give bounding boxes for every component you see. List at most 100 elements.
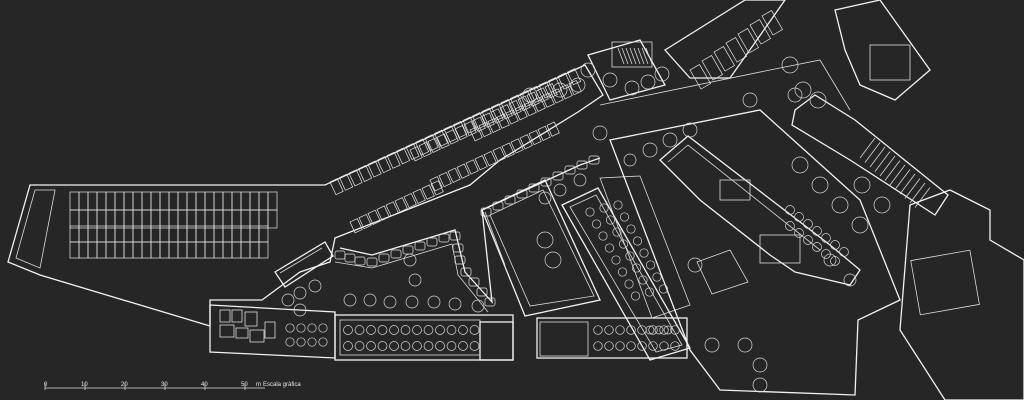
parking-stall <box>69 241 80 259</box>
parking-stall <box>78 191 89 211</box>
seat-circle <box>625 251 635 261</box>
tree-symbol <box>794 81 812 99</box>
seat-row <box>889 164 906 186</box>
parking-stall <box>114 241 125 259</box>
tree-symbol <box>536 231 554 249</box>
parking-stall <box>213 241 224 259</box>
parking-stall <box>514 105 528 121</box>
seat-circle <box>626 224 636 234</box>
paving-cell <box>390 249 402 259</box>
tree-symbol <box>570 77 586 93</box>
seat-circle <box>604 243 615 253</box>
tree-symbol <box>538 191 552 205</box>
parking-stall <box>87 225 98 243</box>
parking-stall <box>505 109 519 125</box>
parking-stall <box>434 129 449 147</box>
parking-stall <box>168 209 179 229</box>
parking-stall <box>424 134 439 152</box>
parking-stall <box>258 209 269 229</box>
seat-circle <box>645 325 655 335</box>
paving-cell <box>576 160 588 170</box>
tree-symbol <box>580 62 596 78</box>
parking-stall <box>186 191 197 211</box>
seat-circle <box>670 341 680 351</box>
parking-stall <box>737 28 760 54</box>
tree-symbol <box>662 132 678 148</box>
parking-stall <box>483 150 497 167</box>
seat-circle <box>839 247 849 257</box>
east-building-auditorium <box>791 94 949 216</box>
room <box>244 311 258 327</box>
parking-stall <box>568 79 582 96</box>
parking-stall <box>105 209 116 229</box>
room <box>264 321 276 339</box>
parking-stall <box>195 209 206 229</box>
tree-symbol <box>363 293 377 307</box>
tree-symbol <box>640 74 656 90</box>
seat-circle <box>366 341 376 351</box>
seat-circle <box>812 226 822 236</box>
parking-stall <box>132 209 143 229</box>
parking-stall <box>523 100 537 117</box>
west-pavilion <box>274 241 334 288</box>
parking-stall <box>519 134 533 150</box>
parking-stall <box>78 225 89 243</box>
seat-circle <box>296 337 306 347</box>
parking-stall <box>412 188 426 204</box>
parking-stall <box>231 241 242 259</box>
seat-circle <box>638 275 648 285</box>
tree-symbol <box>823 253 837 267</box>
seat-circle <box>343 341 353 351</box>
parking-stall <box>150 191 161 211</box>
central-wing <box>561 187 691 361</box>
paving-cell <box>344 253 356 263</box>
tree-symbol <box>592 125 608 141</box>
seat-row <box>864 142 881 163</box>
parking-stall <box>377 156 392 174</box>
parking-stall <box>529 85 544 103</box>
parking-stall <box>159 225 170 243</box>
north-building <box>587 39 666 101</box>
parking-stall <box>240 241 251 259</box>
seat-circle <box>446 341 457 351</box>
paving-cell <box>552 171 564 181</box>
tree-symbol <box>752 357 768 373</box>
tree-symbol <box>851 216 869 234</box>
parking-stall <box>186 241 197 259</box>
tree-symbol <box>293 303 307 317</box>
parking-stall <box>376 205 390 221</box>
tree-symbol <box>602 72 618 88</box>
auditorium-seat-rows <box>859 137 931 208</box>
parking-stall <box>141 241 152 259</box>
parking-stalls-west <box>69 191 278 259</box>
parking-stall <box>508 99 522 116</box>
scale-unit: m <box>256 382 261 388</box>
parking-stall <box>249 241 260 259</box>
parking-stall <box>510 138 524 154</box>
parking-stall <box>500 98 515 116</box>
seat-circle <box>458 341 468 351</box>
parking-stall <box>78 241 89 259</box>
tree-symbol <box>873 196 891 214</box>
seat-circle <box>599 203 609 213</box>
parking-stall <box>501 142 515 158</box>
tree-symbol <box>343 293 357 307</box>
parking-stall <box>689 64 712 90</box>
parking-stall <box>105 191 116 211</box>
parking-stall <box>87 209 98 229</box>
parking-stall <box>367 209 381 225</box>
parking-stall <box>474 155 488 171</box>
parking-stall <box>195 241 206 259</box>
parking-stall <box>403 192 417 209</box>
parking-stall <box>186 225 197 243</box>
parking-stall <box>339 173 354 191</box>
seat-circle <box>618 239 629 249</box>
seat-circle <box>605 215 616 225</box>
parking-stall <box>114 225 125 243</box>
trees <box>281 56 891 393</box>
seat-circle <box>821 249 831 259</box>
seat-circle <box>377 325 388 335</box>
parking-stall <box>447 167 461 183</box>
parking-stall <box>132 241 143 259</box>
seat-circle <box>630 291 641 301</box>
